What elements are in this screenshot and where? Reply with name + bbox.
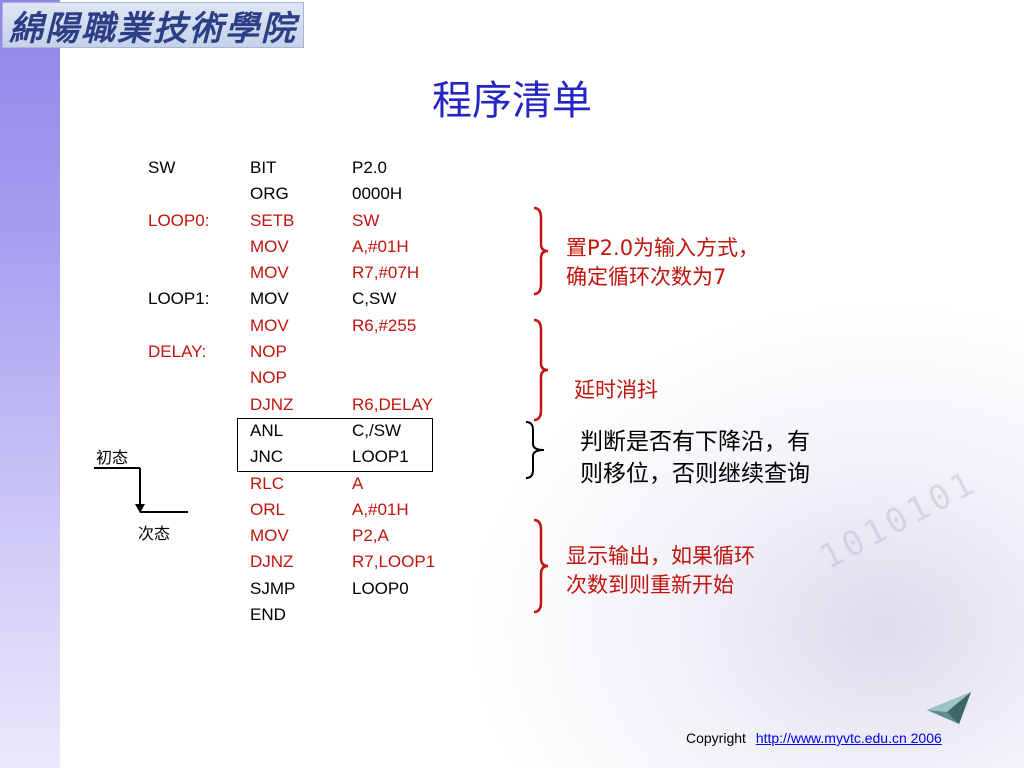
copyright-link[interactable]: http://www.myvtc.edu.cn 2006 <box>755 730 942 746</box>
code-opcode: DJNZ <box>250 552 294 572</box>
code-operand: LOOP0 <box>352 578 409 598</box>
code-opcode: ORG <box>250 184 289 204</box>
code-operand: 0000H <box>352 184 403 204</box>
code-opcode: END <box>250 605 286 625</box>
code-operand: R6,DELAY <box>352 394 433 414</box>
comment-edge-line1: 判断是否有下降沿，有 <box>580 429 810 455</box>
code-opcode: NOP <box>250 368 287 388</box>
comment-init: 置P2.0为输入方式， 确定循环次数为7 <box>566 234 759 292</box>
code-operand: C,SW <box>352 289 397 309</box>
code-opcode: ANL <box>250 420 284 440</box>
code-operand: C,/SW <box>352 420 402 440</box>
code-opcode: JNC <box>250 447 284 467</box>
comment-edge-line2: 则移位，否则继续查询 <box>580 461 810 487</box>
footer-copyright: Copyright http://www.myvtc.edu.cn 2006 <box>686 730 942 746</box>
comment-init-line2: 确定循环次数为7 <box>566 265 727 289</box>
next-state-label: 次态 <box>138 524 171 543</box>
code-operand: R7,LOOP1 <box>352 552 436 572</box>
comment-display: 显示输出，如果循环 次数到则重新开始 <box>566 542 755 600</box>
code-operand: P2,A <box>352 526 389 546</box>
code-operand: A,#01H <box>352 236 409 256</box>
code-label: DELAY: <box>148 342 207 362</box>
code-operand: P2.0 <box>352 158 387 177</box>
brace-2 <box>533 318 549 422</box>
code-opcode: NOP <box>250 342 287 362</box>
code-opcode: MOV <box>250 236 289 256</box>
comment-debounce: 延时消抖 <box>574 378 658 402</box>
code-label: LOOP0: <box>148 210 210 230</box>
comment-edge-detect: 判断是否有下降沿，有 则移位，否则继续查询 <box>580 426 810 490</box>
code-opcode: SJMP <box>250 578 296 598</box>
code-opcode: RLC <box>250 473 285 493</box>
code-opcode: ORL <box>250 499 285 519</box>
code-operand: R7,#07H <box>352 263 420 283</box>
school-logo: 綿陽職業技術學院 <box>2 2 304 49</box>
comment-init-line1: 置P2.0为输入方式， <box>566 236 760 260</box>
code-operand: LOOP1 <box>352 447 409 467</box>
code-operand: A <box>352 473 364 493</box>
code-opcode: DJNZ <box>250 394 294 414</box>
next-slide-arrow-icon[interactable] <box>925 690 973 726</box>
code-operand: SW <box>352 210 380 230</box>
down-arrow-icon <box>135 504 145 513</box>
code-opcode: BIT <box>250 158 277 177</box>
code-opcode: MOV <box>250 315 289 335</box>
left-decor-band <box>0 0 60 768</box>
initial-state-label: 初态 <box>96 448 129 467</box>
code-opcode: MOV <box>250 289 289 309</box>
code-label: SW <box>148 158 176 177</box>
brace-1 <box>533 206 549 296</box>
state-transition-diagram <box>94 467 188 513</box>
code-operand: A,#01H <box>352 499 409 519</box>
code-label: LOOP1: <box>148 289 210 309</box>
page-title: 程序清单 <box>432 78 592 124</box>
highlight-box <box>237 418 433 472</box>
brace-4 <box>533 518 549 614</box>
code-opcode: MOV <box>250 526 289 546</box>
code-opcode: SETB <box>250 210 295 230</box>
brace-3 <box>525 421 545 479</box>
code-operand: R6,#255 <box>352 315 417 335</box>
comment-display-line2: 次数到则重新开始 <box>566 573 734 597</box>
comment-display-line1: 显示输出，如果循环 <box>566 544 755 568</box>
copyright-label: Copyright <box>686 730 746 746</box>
background-keyboard-decor <box>464 298 1024 768</box>
code-opcode: MOV <box>250 263 289 283</box>
